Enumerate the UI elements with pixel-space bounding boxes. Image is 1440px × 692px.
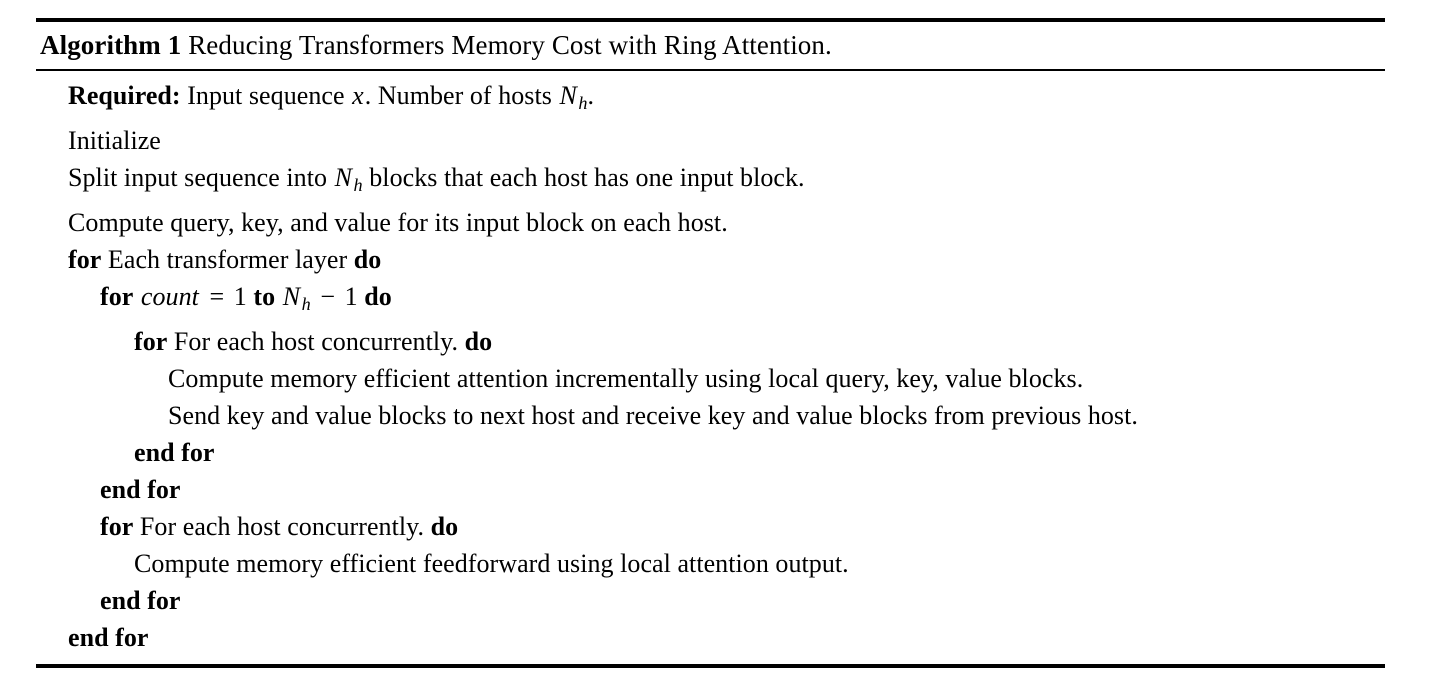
algorithm-line-compute-qkv: Compute query, key, and value for its in… (68, 208, 728, 238)
loop-end-var-n: N (282, 282, 301, 312)
required-text-3: . (587, 81, 595, 110)
required-var-n-subscript: h (578, 93, 588, 114)
algorithm-line-for-count: for count = 1 to Nh − 1 do (36, 278, 1385, 323)
algorithm-caption: Algorithm 1 Reducing Transformers Memory… (36, 22, 1385, 69)
algorithm-line-compute-attention: Compute memory efficient attention incre… (168, 364, 1084, 394)
required-var-x: x (352, 81, 364, 110)
for-host-text: For each host concurrently. (139, 512, 425, 542)
keyword-for: for (100, 512, 134, 542)
algorithm-line-end-for-inner: end for (134, 438, 215, 468)
algorithm-line-required: Required: Input sequence x. Number of ho… (36, 77, 1385, 122)
required-label: Required: (68, 81, 181, 110)
algorithm-line-send-receive: Send key and value blocks to next host a… (168, 401, 1138, 431)
for-layer-text: Each transformer layer (107, 245, 348, 275)
loop-end-offset: 1 (344, 282, 358, 312)
required-var-n: N (559, 81, 577, 110)
keyword-do: do (353, 245, 382, 275)
required-text-2: . Number of hosts (364, 81, 552, 110)
algorithm-line-for-host-inner: for For each host concurrently. do (36, 323, 1385, 360)
algorithm-caption-label: Algorithm 1 (40, 30, 182, 60)
split-text-post: blocks that each host has one input bloc… (369, 163, 805, 193)
loop-end-var-n-subscript: h (301, 294, 311, 315)
split-text-pre: Split input sequence into (68, 163, 328, 193)
split-var-n: N (334, 163, 353, 193)
algorithm-line-compute-feedforward: Compute memory efficient feedforward usi… (134, 549, 849, 579)
loop-equals-sign: = (209, 282, 225, 312)
loop-minus-sign: − (320, 282, 336, 312)
keyword-for: for (100, 282, 134, 312)
algorithm-line-for-host-outer: for For each host concurrently. do (36, 508, 1385, 545)
split-var-n-subscript: h (353, 175, 363, 196)
keyword-to: to (253, 282, 276, 312)
algorithm-line-end-for-count: end for (100, 475, 181, 505)
loop-start-value: 1 (233, 282, 247, 312)
required-text-1: Input sequence (187, 81, 345, 110)
algorithm-line-end-for-layer: end for (68, 623, 149, 653)
keyword-do: do (364, 282, 392, 312)
algorithm-line-end-for-host-outer: end for (100, 586, 181, 616)
keyword-do: do (464, 327, 493, 357)
algorithm-bottom-rule (36, 664, 1385, 669)
algorithm-caption-title: Reducing Transformers Memory Cost with R… (188, 30, 832, 60)
keyword-do: do (430, 512, 459, 542)
keyword-for: for (134, 327, 168, 357)
algorithm-top-rule (36, 18, 1385, 22)
algorithm-line-for-layer: for Each transformer layer do (36, 241, 1385, 278)
algorithm-line-initialize: Initialize (68, 126, 161, 156)
algorithm-caption-rule (36, 69, 1385, 71)
keyword-for: for (68, 245, 102, 275)
algorithm-body: Required: Input sequence x. Number of ho… (36, 71, 1385, 664)
loop-var-count: count (140, 282, 199, 312)
for-host-text: For each host concurrently. (173, 327, 459, 357)
algorithm-float: Algorithm 1 Reducing Transformers Memory… (36, 18, 1385, 669)
algorithm-line-split: Split input sequence into Nh blocks that… (36, 159, 1385, 204)
